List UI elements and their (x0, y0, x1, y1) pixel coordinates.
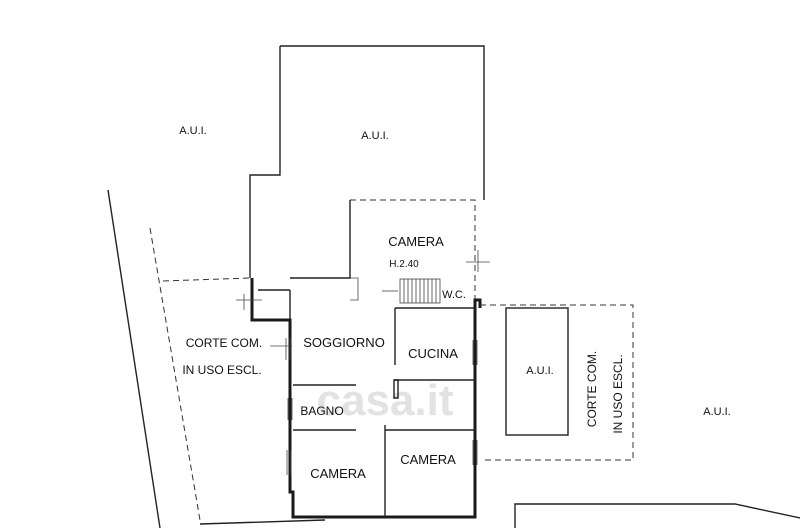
label-wc: W.C. (442, 289, 466, 301)
label-corte-left-2: IN USO ESCL. (182, 363, 261, 377)
label-camera-upper-height: H.2.40 (389, 259, 419, 270)
bottom-boundary (199, 503, 800, 528)
label-corte-right-1: CORTE COM. (585, 351, 599, 427)
window-marks (236, 250, 490, 475)
camera-upper-stub (350, 277, 359, 301)
bagno-door-stub (393, 379, 399, 399)
aui-right-building (505, 307, 569, 436)
label-camera-lower-right: CAMERA (400, 452, 456, 467)
apartment-top-wall (258, 289, 291, 320)
stairs (382, 278, 441, 304)
corte-left-enclosure (162, 277, 251, 282)
label-aui-top-center: A.U.I. (361, 130, 389, 142)
label-camera-lower-left: CAMERA (310, 466, 366, 481)
label-aui-far-right: A.U.I. (703, 406, 731, 418)
label-corte-right-2: IN USO ESCL. (611, 354, 625, 433)
label-bagno: BAGNO (300, 404, 343, 418)
watermark: casa.it (317, 376, 454, 425)
label-camera-upper: CAMERA (388, 234, 444, 249)
corte-right-enclosure (480, 304, 634, 461)
label-corte-left-1: CORTE COM. (186, 336, 262, 350)
label-aui-right-mid: A.U.I. (526, 365, 554, 377)
label-aui-top-left: A.U.I. (179, 125, 207, 137)
label-cucina: CUCINA (408, 346, 458, 361)
left-boundary-line (107, 189, 161, 528)
apartment-outline[interactable] (250, 278, 482, 519)
camera-upper-wall (290, 200, 351, 279)
aui-upper-outline (249, 45, 485, 278)
label-soggiorno: SOGGIORNO (303, 335, 385, 350)
camera-upper-outline (350, 199, 476, 300)
